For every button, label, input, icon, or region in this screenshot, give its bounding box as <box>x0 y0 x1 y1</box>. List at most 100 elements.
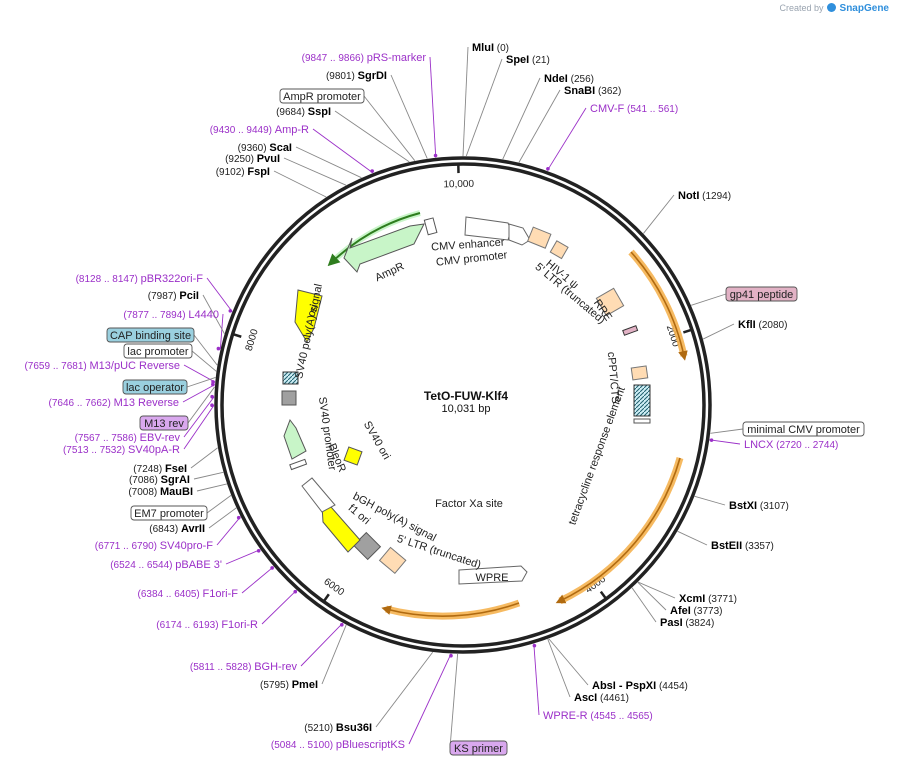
site-label-fspi[interactable]: (9102) FspI <box>216 166 270 178</box>
site-label-ndei[interactable]: NdeI (256) <box>544 73 594 85</box>
box-ks-primer[interactable] <box>449 740 508 756</box>
box-minimal-cmv-promoter[interactable] <box>742 421 865 437</box>
primer-mark-ebv-rev <box>210 394 214 399</box>
feature-label-ampr: AmpR <box>373 260 406 284</box>
site-position: (7008) <box>128 487 160 498</box>
site-position: (5811 .. 5828) <box>190 662 254 673</box>
tick-mark-1 <box>599 590 608 600</box>
box-em7-promoter[interactable] <box>130 505 208 521</box>
snapgene-logo-icon <box>827 3 837 12</box>
site-label-pcii[interactable]: (7987) PciI <box>148 290 199 302</box>
site-label-bsteii[interactable]: BstEII (3357) <box>711 540 774 552</box>
box-ampr-promoter[interactable] <box>279 88 365 104</box>
box-leader-cap-binding-site <box>193 334 218 366</box>
sv40-ori-box <box>343 446 363 466</box>
site-name: NotI <box>678 190 699 202</box>
site-label-sgrai[interactable]: (7086) SgrAI <box>129 474 190 486</box>
site-label-afei[interactable]: AfeI (3773) <box>670 605 722 617</box>
site-name: pRS-marker <box>367 52 427 64</box>
site-label-kfli[interactable]: KflI (2080) <box>738 319 787 331</box>
site-label-l4440[interactable]: (7877 .. 7894) L4440 <box>123 309 219 321</box>
site-label-sv40pa-r[interactable]: (7513 .. 7532) SV40pA-R <box>63 444 180 456</box>
primer-mark-bgh-rev <box>340 622 344 627</box>
site-label-ebv-rev[interactable]: (7567 .. 7586) EBV-rev <box>75 432 181 444</box>
site-label-pasi[interactable]: PasI (3824) <box>660 617 714 629</box>
box-lac-promoter[interactable] <box>123 343 193 359</box>
site-name: M13/pUC Reverse <box>90 360 180 372</box>
leader-sgrdi <box>390 74 428 159</box>
site-label-pbluescriptks[interactable]: (5084 .. 5100) pBluescriptKS <box>271 739 405 751</box>
primer-mark-sv40pa-r <box>210 403 214 407</box>
site-label-xcmi[interactable]: XcmI (3771) <box>679 593 737 605</box>
box-cap-binding-site[interactable] <box>106 327 195 343</box>
site-label-asci[interactable]: AscI (4461) <box>574 692 629 704</box>
leader-pasi <box>631 587 657 623</box>
site-name: BGH-rev <box>254 661 297 673</box>
site-position: (6771 .. 6790) <box>95 541 160 552</box>
site-label-bsu36i[interactable]: (5210) Bsu36I <box>304 722 372 734</box>
site-label-pbabe-3[interactable]: (6524 .. 6544) pBABE 3' <box>110 559 222 571</box>
site-label-bstxi[interactable]: BstXI (3107) <box>729 500 789 512</box>
sv40-promoter-box <box>289 458 308 471</box>
site-label-absi-pspxi[interactable]: AbsI - PspXI (4454) <box>592 680 688 692</box>
site-label-prs-marker[interactable]: (9847 .. 9866) pRS-marker <box>302 52 427 64</box>
backbone-outer-ring <box>214 156 712 654</box>
site-label-avrii[interactable]: (6843) AvrII <box>149 523 205 535</box>
site-position: (7659 .. 7681) <box>24 361 89 372</box>
site-name: FspI <box>247 166 270 178</box>
leader-prs-marker <box>429 56 437 158</box>
site-position: (9430 .. 9449) <box>210 125 275 136</box>
site-label-amp-r[interactable]: (9430 .. 9449) Amp-R <box>210 124 309 136</box>
site-position: (3107) <box>757 501 789 512</box>
site-label-sv40pro-f[interactable]: (6771 .. 6790) SV40pro-F <box>95 540 214 552</box>
site-label-mlui[interactable]: MluI (0) <box>472 42 509 54</box>
box-lac-operator[interactable] <box>122 379 188 395</box>
leader-wpre-r <box>533 643 540 716</box>
site-name: PmeI <box>292 679 318 691</box>
site-label-m13-puc-reverse[interactable]: (7659 .. 7681) M13/pUC Reverse <box>24 360 180 372</box>
site-label-snabi[interactable]: SnaBI (362) <box>564 85 621 97</box>
box-label-ks-primer: KS primer <box>454 743 503 755</box>
leader-bgh-rev <box>300 622 344 667</box>
site-label-sspi[interactable]: (9684) SspI <box>276 106 331 118</box>
site-name: M13 Reverse <box>114 397 179 409</box>
site-name: SnaBI <box>564 85 595 97</box>
site-label-spei[interactable]: SpeI (21) <box>506 54 550 66</box>
box-m13-rev[interactable] <box>139 415 189 431</box>
primer-mark-sv40pro-f <box>236 515 241 520</box>
site-position: (5084 .. 5100) <box>271 740 336 751</box>
site-label-sgrdi[interactable]: (9801) SgrDI <box>326 70 387 82</box>
site-label-scai[interactable]: (9360) ScaI <box>238 142 292 154</box>
site-position: (3357) <box>742 541 774 552</box>
site-label-pmei[interactable]: (5795) PmeI <box>260 679 318 691</box>
site-label-pbr322ori-f[interactable]: (8128 .. 8147) pBR322ori-F <box>76 273 204 285</box>
site-position: (2080) <box>756 320 788 331</box>
site-label-lncx[interactable]: LNCX (2720 .. 2744) <box>744 439 838 451</box>
gp41-small-feature <box>622 325 639 336</box>
site-name: EBV-rev <box>140 432 181 444</box>
site-label-bgh-rev[interactable]: (5811 .. 5828) BGH-rev <box>190 661 298 673</box>
site-position: (9102) <box>216 167 248 178</box>
site-label-wpre-r[interactable]: WPRE-R (4545 .. 4565) <box>543 710 653 722</box>
site-label-cmv-f[interactable]: CMV-F (541 .. 561) <box>590 103 678 115</box>
site-label-m13-reverse[interactable]: (7646 .. 7662) M13 Reverse <box>49 397 179 409</box>
site-position: (3824) <box>683 618 715 629</box>
feature-label-ori: ori <box>305 303 321 319</box>
site-label-maubi[interactable]: (7008) MauBI <box>128 486 193 498</box>
box-leader-minimal-cmv-promoter <box>710 428 744 434</box>
leader-bstxi <box>694 495 726 506</box>
box-leader-lac-promoter <box>191 350 217 372</box>
site-name: FseI <box>165 463 187 475</box>
site-label-f1ori-f[interactable]: (6384 .. 6405) F1ori-F <box>138 588 239 600</box>
box-label-lac-promoter: lac promoter <box>127 346 188 358</box>
box-gp41-peptide[interactable] <box>725 286 798 302</box>
leader-spei <box>465 58 503 157</box>
site-label-fsei[interactable]: (7248) FseI <box>133 463 187 475</box>
leader-snabi <box>518 89 561 163</box>
site-name: BstXI <box>729 500 757 512</box>
snapgene-credit: Created by SnapGene <box>779 3 889 14</box>
site-label-pvui[interactable]: (9250) PvuI <box>225 153 280 165</box>
site-name: F1ori-R <box>221 619 258 631</box>
site-label-noti[interactable]: NotI (1294) <box>678 190 731 202</box>
site-label-f1ori-r[interactable]: (6174 .. 6193) F1ori-R <box>156 619 258 631</box>
